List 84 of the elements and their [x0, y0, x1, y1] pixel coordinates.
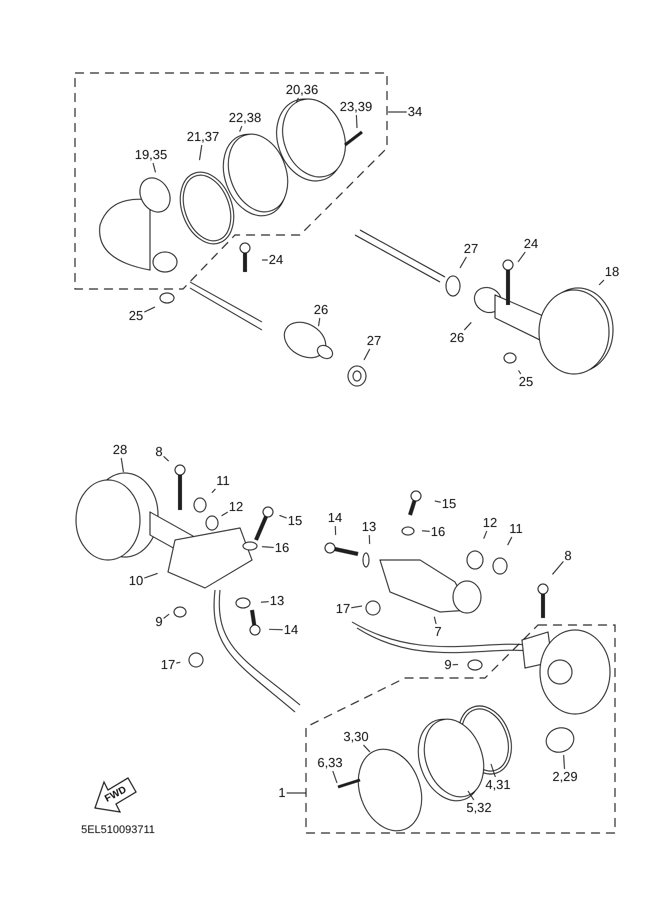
callout-number: 18: [604, 265, 620, 279]
callout-number: 22,38: [228, 111, 262, 125]
callout-number: 16: [274, 541, 290, 555]
leader-line: [518, 370, 522, 374]
leader-line: [296, 98, 299, 104]
leader-line: [468, 790, 474, 800]
leader-line: [332, 770, 338, 784]
callout-number: 11: [216, 474, 230, 488]
leader-line: [483, 530, 488, 540]
callout-number: 15: [288, 514, 302, 528]
leader-line: [260, 601, 270, 603]
leader-line: [368, 534, 370, 544]
leader-line: [518, 252, 526, 262]
leader-line: [464, 322, 472, 330]
callout-number: 3,30: [343, 730, 369, 744]
leader-line: [163, 456, 170, 462]
leader-line: [507, 536, 512, 546]
leader-line: [318, 318, 320, 327]
callout-number: 23,39: [340, 100, 372, 114]
callout-number: 27: [366, 334, 382, 348]
callout-number: 8: [564, 549, 572, 563]
callout-number: 5,32: [466, 801, 492, 815]
callout-number: 25: [128, 309, 144, 323]
callout-number: 11: [509, 522, 523, 536]
arrow-label: FWD: [102, 783, 130, 807]
callout-number: 12: [228, 500, 244, 514]
callout-number: 2,29: [552, 770, 578, 784]
callout-number: 25: [518, 375, 534, 389]
leader-line: [563, 754, 565, 770]
callout-number: 21,37: [186, 130, 220, 144]
callout-number: 13: [270, 594, 284, 608]
callout-number: 9: [155, 615, 163, 629]
leader-line: [211, 488, 216, 494]
callout-number: 14: [328, 511, 342, 525]
leader-line: [364, 348, 370, 360]
callout-number: 1: [278, 786, 286, 800]
callout-number: 6,33: [317, 756, 343, 770]
leader-line: [221, 512, 228, 516]
leader-line: [144, 572, 158, 579]
callout-number: 9: [444, 658, 452, 672]
leader-line: [460, 256, 467, 268]
leader-line: [452, 664, 458, 666]
leader-line: [350, 606, 362, 608]
leader-line: [176, 662, 181, 664]
part-number: 5EL510093711: [81, 823, 155, 837]
leader-line: [434, 500, 442, 503]
callout-number: 8: [155, 445, 163, 459]
callout-number: 26: [450, 331, 464, 345]
leader-line: [144, 306, 156, 313]
leader-line: [163, 614, 170, 619]
callout-number: 10: [128, 574, 144, 588]
leader-line: [261, 546, 274, 548]
leader-line: [421, 530, 430, 532]
callout-number: 24: [268, 253, 284, 267]
callout-number: 16: [430, 525, 446, 539]
callout-number: 13: [362, 520, 376, 534]
callout-number: 14: [284, 623, 298, 637]
leader-line: [334, 526, 336, 536]
leader-line: [434, 616, 437, 624]
callout-number: 19,35: [134, 148, 168, 162]
callout-number: 15: [442, 497, 456, 511]
callout-number: 26: [314, 303, 328, 317]
leader-line: [278, 514, 288, 519]
callout-number: 12: [482, 516, 498, 530]
leader-line: [356, 114, 358, 128]
leader-line: [239, 126, 242, 132]
callout-number: 7: [434, 625, 442, 639]
leader-line: [268, 628, 284, 630]
callout-number: 27: [464, 242, 478, 256]
callout-number: 17: [160, 658, 176, 672]
leader-line: [490, 764, 496, 778]
callout-number: 28: [112, 443, 128, 457]
leader-line: [152, 162, 156, 173]
callout-number: 34: [408, 105, 422, 119]
callout-number: 24: [524, 237, 538, 251]
callout-number: 20,36: [286, 83, 318, 97]
leader-line: [120, 458, 124, 473]
leader-line: [362, 744, 370, 752]
callout-number: 17: [336, 602, 350, 616]
leader-line: [199, 144, 202, 161]
leader-line: [552, 560, 564, 575]
leader-line: [286, 792, 306, 794]
callout-number: 4,31: [485, 778, 511, 792]
leader-line: [598, 280, 604, 286]
